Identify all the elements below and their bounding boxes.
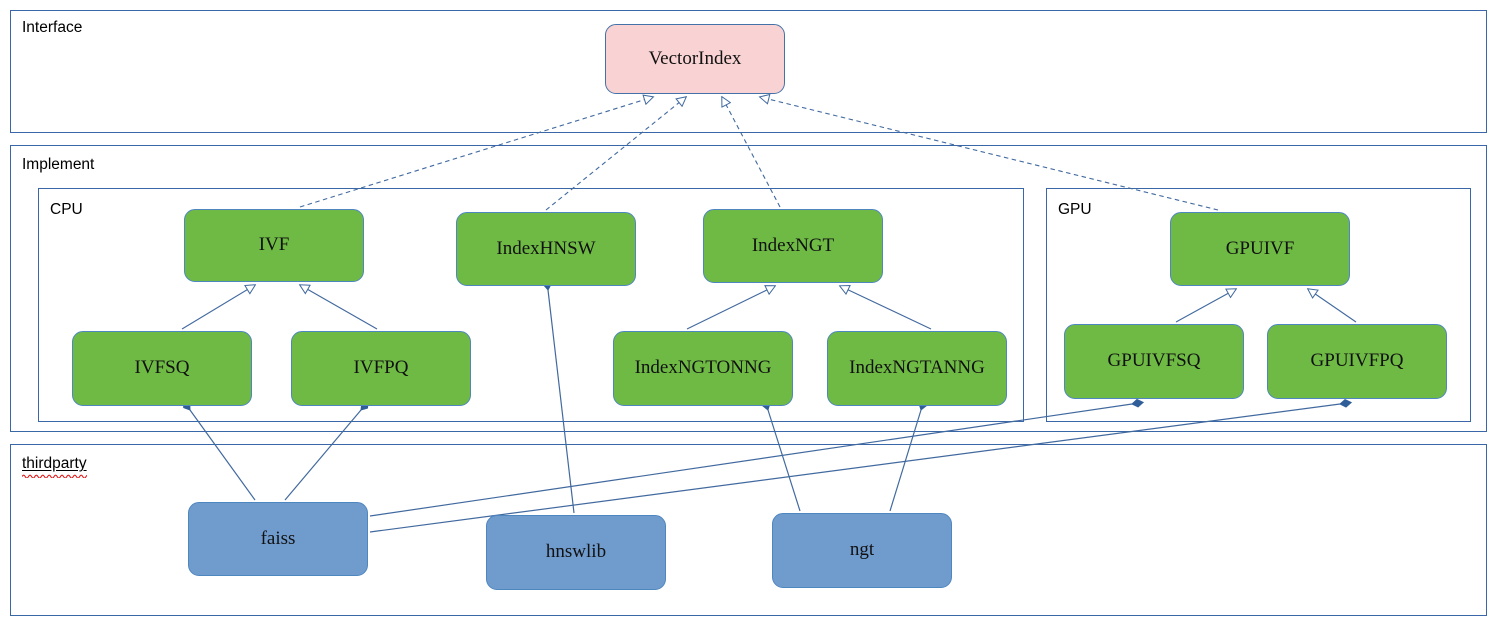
group-label-cpu: CPU <box>50 201 83 218</box>
node-hnswlib[interactable]: hnswlib <box>486 515 666 590</box>
node-faiss[interactable]: faiss <box>188 502 368 576</box>
node-vectorindex[interactable]: VectorIndex <box>605 24 785 94</box>
group-label-thirdparty: thirdparty <box>22 456 87 478</box>
node-indexngtanng[interactable]: IndexNGTANNG <box>827 331 1007 406</box>
node-indexngt[interactable]: IndexNGT <box>703 209 883 283</box>
group-label-implement: Implement <box>22 156 95 173</box>
node-gpuivfsq[interactable]: GPUIVFSQ <box>1064 324 1244 399</box>
node-ivfpq[interactable]: IVFPQ <box>291 331 471 406</box>
node-ivf[interactable]: IVF <box>184 209 364 282</box>
node-gpuivfpq[interactable]: GPUIVFPQ <box>1267 324 1447 399</box>
spellcheck-squiggle-icon <box>22 473 87 478</box>
node-indexhnsw[interactable]: IndexHNSW <box>456 212 636 286</box>
group-label-interface: Interface <box>22 19 83 36</box>
node-ngt[interactable]: ngt <box>772 513 952 588</box>
node-indexngtonng[interactable]: IndexNGTONNG <box>613 331 793 406</box>
node-ivfsq[interactable]: IVFSQ <box>72 331 252 406</box>
group-label-gpu: GPU <box>1058 201 1092 218</box>
node-gpuivf[interactable]: GPUIVF <box>1170 212 1350 286</box>
